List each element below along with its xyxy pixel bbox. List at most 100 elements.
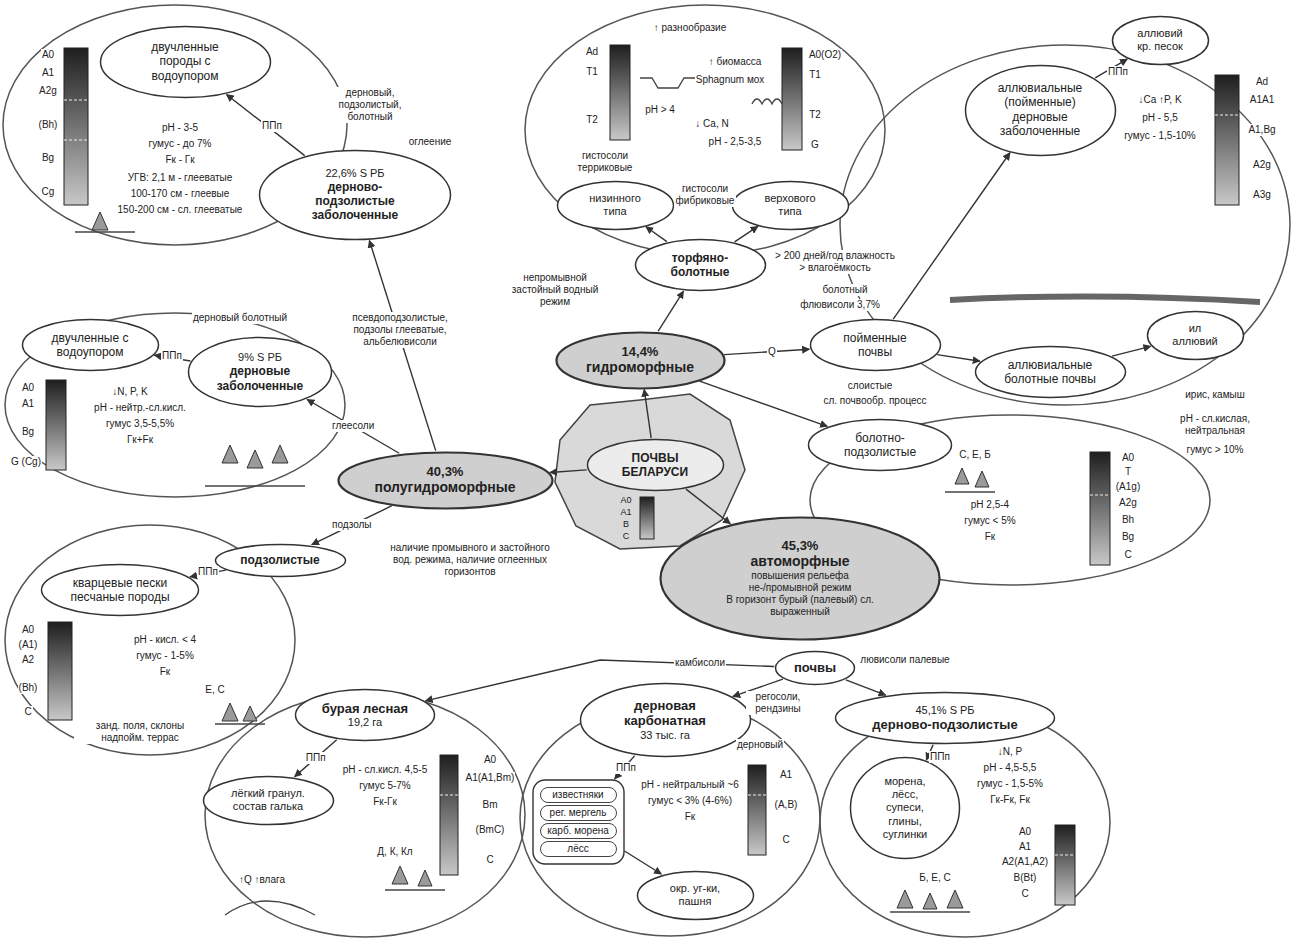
annotation-label: T1 — [808, 69, 822, 81]
node-title: дерновая карбонатная — [610, 698, 721, 729]
node-title: 14,4% — [586, 344, 695, 360]
node-text: 14,4%гидроморфные — [586, 344, 695, 376]
connector-arrow — [295, 740, 337, 777]
ground-line — [385, 889, 445, 890]
node-text: аллювиальные болотные почвы — [1002, 358, 1098, 387]
node-outline — [661, 517, 940, 639]
ground-line — [890, 911, 970, 912]
node-title: ил аллювий — [1167, 322, 1223, 348]
soil-profile — [48, 622, 72, 720]
annotation-label: Гк+Fк — [126, 434, 154, 446]
annotation-label: непромывной застойный водный режим — [504, 272, 606, 308]
node-text: верхового типа — [755, 192, 826, 218]
node-text: 40,3%полугидроморфные — [374, 464, 517, 496]
node-title: бурая лесная — [321, 701, 409, 717]
node-title: морена, лёсс, супеси, глины, суглинки — [872, 775, 938, 841]
soil-profile — [440, 755, 458, 875]
annotation-label: pH 2,5-4 — [970, 499, 1010, 511]
annotation-label: B — [622, 519, 630, 530]
annotation-label: ↓ Ca, N — [694, 118, 729, 130]
cluster-outline — [520, 700, 820, 936]
node-outline — [533, 780, 624, 864]
soil-profile — [610, 45, 630, 140]
soil-ellipse: 45,3%автоморфныеповышения рельефане-/про… — [659, 516, 941, 641]
edge-label: ППп — [261, 120, 283, 132]
annotation-label: занд. поля, склоны надпойм. террас — [74, 720, 206, 744]
connector-arrow — [307, 400, 399, 454]
soil-ellipse: двучленные породы с водоупором — [99, 25, 272, 99]
annotation-label: C — [23, 706, 32, 718]
hill-sketch — [225, 901, 315, 915]
moss-sketch — [752, 99, 782, 104]
tree-sketch — [222, 445, 238, 463]
node-note: карб. морена — [540, 823, 617, 839]
soil-profile — [1090, 452, 1110, 565]
annotation-label: A1 — [779, 769, 793, 781]
connector-arrow — [893, 153, 1010, 319]
node-note: дерновые заболоченные — [215, 364, 306, 393]
rock-stack: известнякирег. мергелькарб. мореналёсс — [532, 779, 625, 865]
connector-arrow — [686, 489, 730, 524]
tree-sketch — [92, 212, 108, 230]
node-text: аллювий кр. песок — [1132, 27, 1188, 53]
node-text: подзолистые — [240, 553, 321, 567]
connector-arrow — [1112, 346, 1151, 356]
node-title: болотно-подзолистые — [835, 431, 926, 460]
node-title: аллювиальные (пойменные) дерновые заболо… — [992, 81, 1088, 139]
soil-ellipse: окр. уг-ки, пашня — [636, 870, 755, 921]
soil-profile — [1215, 75, 1239, 205]
annotation-label: A2g — [38, 85, 58, 97]
node-text: почвы — [793, 660, 837, 676]
soil-ellipse: дерновая карбонатная33 тыс. га — [579, 682, 752, 758]
annotation-label: Bh — [1121, 514, 1135, 526]
water-band — [950, 296, 1260, 302]
annotation-label: A0 — [619, 495, 632, 506]
annotation-label: C — [1020, 888, 1029, 900]
node-text: торфяно-болотные — [660, 251, 741, 280]
annotation-label: Б, Е, С — [918, 872, 952, 884]
soil-profile — [748, 765, 766, 855]
annotation-label: Гк-Fк, Fк — [989, 794, 1031, 806]
soil-ellipse: 45,1% S РБдерново-подзолистые — [834, 691, 1056, 745]
annotation-label: (A1) — [18, 639, 39, 651]
annotation-label: A1 — [21, 398, 35, 410]
annotation-label: гистосоли фибриковые — [674, 183, 736, 207]
node-note: не-/промывной режим — [705, 582, 896, 594]
node-outline — [580, 684, 750, 757]
annotation-label: дерновый болотный — [192, 312, 288, 324]
node-note: В горизонт бурый (палевый) сл. выраженны… — [705, 594, 896, 618]
ground-sketch — [75, 78, 995, 915]
annotation-label: C — [485, 854, 494, 866]
soil-ellipse: болотно-подзолистые — [807, 418, 953, 472]
node-outline — [215, 544, 345, 576]
annotation-label: A1 — [41, 67, 55, 79]
horizon-line — [748, 795, 766, 796]
annotation-label: ↑Q ↑влага — [238, 874, 286, 886]
cluster-outline — [5, 313, 345, 497]
soil-profile — [782, 48, 802, 150]
node-title: ПОЧВЫ БЕЛАРУСИ — [612, 451, 698, 480]
soil-ellipse: почвы — [774, 650, 856, 686]
edge-label: Q — [767, 346, 777, 358]
annotation-label: Sphagnum мох — [695, 74, 765, 86]
annotation-label: pH - 2,5-3,5 — [708, 136, 763, 148]
tree-sketch — [247, 450, 263, 468]
node-title: торфяно-болотные — [660, 251, 741, 280]
annotation-label: pH - 5,5 — [1141, 112, 1179, 124]
ditch-sketch — [640, 78, 696, 88]
node-text: 45,3%автоморфныеповышения рельефане-/про… — [705, 538, 896, 618]
annotation-label: гумус - 1,5-10% — [1123, 130, 1197, 142]
node-outline — [189, 338, 332, 407]
annotation-label: дерновый, подзолистый, болотный — [314, 87, 426, 123]
node-outline — [260, 151, 451, 240]
edge-label: ППп — [1107, 66, 1129, 78]
annotation-label: T2 — [808, 109, 822, 121]
connector-arrow — [646, 227, 667, 242]
edge-label: ППп — [305, 752, 327, 764]
connector-arrow — [937, 355, 980, 362]
annotation-label: C — [781, 834, 790, 846]
annotation-label: Fк - Гк — [164, 154, 195, 166]
annotation-label: ↑ разнообразие — [653, 22, 728, 34]
annotation-label: Fк — [684, 811, 696, 823]
